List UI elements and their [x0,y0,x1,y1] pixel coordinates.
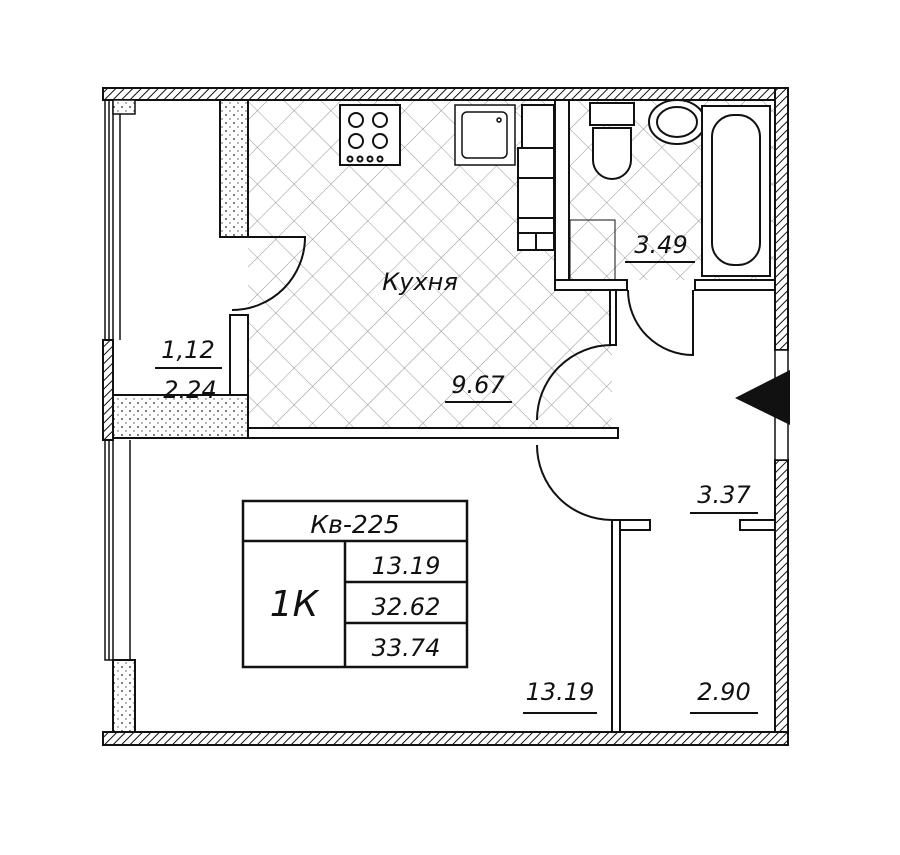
total-area: 32.62 [372,593,441,621]
sink-icon [454,104,516,166]
apartment-info-table [241,499,469,669]
total-area-with-balcony: 33.74 [372,634,441,662]
balcony-area-reduced: 1,12 [161,336,214,364]
kitchen-area: 9.67 [451,371,505,399]
washbasin-icon [648,99,706,145]
exterior-walls [102,87,789,746]
kitchen-name: Кухня [382,268,458,296]
washing-machine-icon [569,219,616,281]
interior-walls [112,99,776,733]
hall-area: 3.37 [697,481,751,509]
storage-area: 2.90 [697,678,750,706]
balcony-area: 2.24 [163,376,216,404]
living-room-area: 13.19 [526,678,595,706]
bathtub-icon [701,105,771,277]
stove-icon [339,104,401,166]
toilet-icon [589,102,635,180]
bathroom-area: 3.49 [634,231,687,259]
kitchen-cabinet-icon [517,104,555,251]
apartment-number: Кв-225 [310,510,399,539]
entrance-arrow-icon [735,370,790,425]
living-area: 13.19 [372,552,441,580]
doors [231,236,694,521]
room-type: 1К [270,584,320,625]
